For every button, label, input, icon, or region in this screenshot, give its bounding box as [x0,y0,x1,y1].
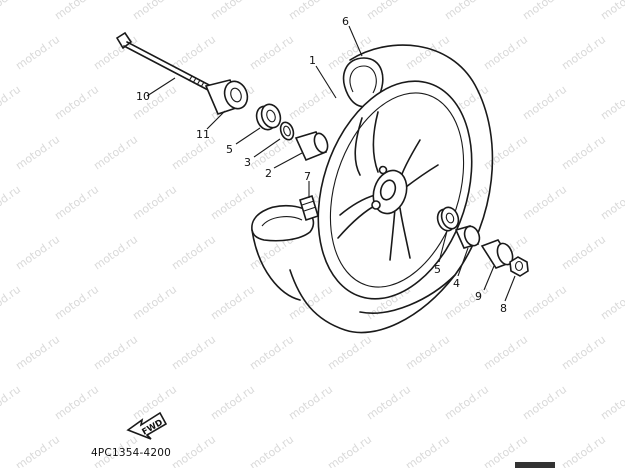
callout-4: 4 [453,277,460,290]
watermark-text: motod.ru [247,433,296,468]
watermark-text: motod.ru [13,233,62,273]
callout-5-right: 5 [434,263,441,276]
watermark-text: motod.ru [91,133,140,173]
watermark-text: motod.ru [208,383,257,423]
watermark-text: motod.ru [13,33,62,73]
watermark-text: motod.ru [481,333,530,373]
corner-mark [515,462,555,468]
watermark-text: motod.ru [169,133,218,173]
watermark-text: motod.ru [13,433,62,468]
watermark-text: motod.ru [520,183,569,223]
watermark-text: motod.ru [520,0,569,22]
watermark-text: motod.ru [481,33,530,73]
watermark-text: motod.ru [169,433,218,468]
watermark-text: motod.ru [208,0,257,22]
watermark-text: motod.ru [247,333,296,373]
watermark-text: motod.ru [286,0,335,22]
watermark-text: motod.ru [598,283,625,323]
watermark-text: motod.ru [52,383,101,423]
callout-7: 7 [304,170,311,183]
watermark-text: motod.ru [442,0,491,22]
watermark-text: motod.ru [325,333,374,373]
watermark-text: motod.ru [130,183,179,223]
watermark-text: motod.ru [0,283,23,323]
watermark-text: motod.ru [208,283,257,323]
watermark-text: motod.ru [286,283,335,323]
leader-lines [146,25,516,302]
valve-stem-part-7 [299,194,319,222]
callout-9: 10 [136,90,150,103]
watermark-text: motod.ru [208,183,257,223]
watermark-text: motod.ru [481,133,530,173]
watermark-text: motod.ru [325,433,374,468]
watermark-text: motod.ru [247,33,296,73]
watermark-text: motod.ru [0,383,23,423]
part-code: 4PC1354-4200 [91,447,171,459]
watermark-text: motod.ru [598,83,625,123]
watermark-text: motod.ru [13,133,62,173]
watermark-text: motod.ru [598,183,625,223]
watermark-text: motod.ru [91,233,140,273]
watermark-text: motod.ru [520,83,569,123]
bearing-part-5-right [436,206,460,232]
spacer-part-2 [294,131,329,162]
watermark-text: motod.ru [169,33,218,73]
watermark-text: motod.ru [286,383,335,423]
watermark-text: motod.ru [13,333,62,373]
watermark-text: motod.ru [0,83,23,123]
watermark-text: motod.ru [130,283,179,323]
callouts: 10 11 5 3 2 1 6 7 5 4 9 8 [136,15,507,315]
watermark-text: motod.ru [169,333,218,373]
callout-2: 2 [265,167,272,180]
watermark-text: motod.ru [130,0,179,22]
watermark-text: motod.ru [559,333,608,373]
watermark-text: motod.ru [403,33,452,73]
watermark-text: motod.ru [0,0,23,22]
watermark-text: motod.ru [403,333,452,373]
watermark-text: motod.ru [0,183,23,223]
axle-part-9 [115,31,212,91]
watermark-text: motod.ru [364,383,413,423]
watermark-text: motod.ru [442,383,491,423]
callout-3: 3 [244,156,251,169]
watermark-text: motod.ru [598,0,625,22]
spacer-part-10 [480,239,514,269]
watermark-text: motod.ru [169,233,218,273]
watermark-text: motod.ru [559,233,608,273]
callout-8: 8 [500,302,507,315]
seal-part-3 [279,121,295,141]
watermark-text: motod.ru [520,283,569,323]
watermark-text: motod.ru [598,383,625,423]
callout-1: 1 [309,54,316,67]
callout-5-left: 5 [226,143,233,156]
watermark-text: motod.ru [559,433,608,468]
watermark-text: motod.ru [559,133,608,173]
bearing-part-5-left [255,103,282,131]
tire-part-6 [251,44,494,334]
watermark-text: motod.ru [52,0,101,22]
nut-part-8 [509,256,529,277]
callout-11: 11 [196,128,210,141]
watermark-text: motod.ru [442,283,491,323]
watermark-text: motod.ru [91,33,140,73]
callout-10: 9 [475,290,482,303]
watermark-text: motod.ru [52,183,101,223]
rim-part-1 [299,80,473,300]
watermark-text: motod.ru [91,333,140,373]
callout-6: 6 [342,15,349,28]
watermark-text: motod.ru [364,0,413,22]
watermark-text: motod.ru [52,83,101,123]
watermark-text: motod.ru [520,383,569,423]
seal-part-4 [454,225,481,249]
watermark-text: motod.ru [286,83,335,123]
watermark-text: motod.ru [559,33,608,73]
collar-part-11 [204,79,249,115]
watermark-text: motod.ru [403,433,452,468]
watermark-text: motod.ru [52,283,101,323]
